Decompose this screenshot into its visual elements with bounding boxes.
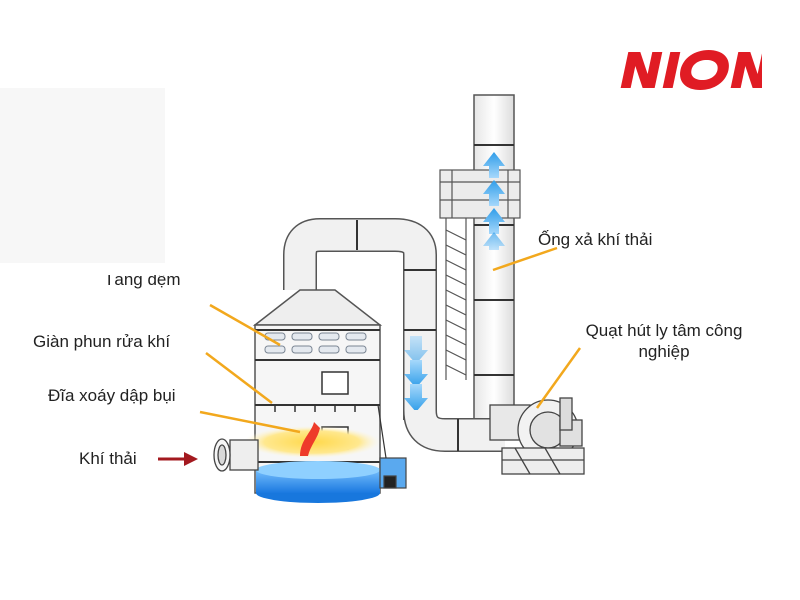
exhaust-stack: [473, 94, 515, 431]
packing-layer: [264, 332, 367, 354]
leader-dia-xoay: [199, 410, 301, 434]
fan-inlet-pipe: [403, 408, 505, 452]
upflow-arrows: [483, 152, 505, 250]
label-quat-hut-line2: nghiệp: [638, 342, 690, 361]
spray-nozzles: [274, 405, 356, 412]
stack-frame: [439, 169, 521, 380]
inlet-arrow: [158, 452, 198, 466]
downflow-arrows: [404, 336, 428, 412]
label-ong-xa: Ống xả khí thải: [538, 230, 653, 249]
label-tang-dem: Tầng đệm: [104, 270, 181, 289]
water-tank: [377, 404, 407, 489]
nion-logo-mark: [620, 50, 773, 90]
label-khi-thai: Khí thải: [79, 449, 137, 468]
swirl-flow: [244, 422, 380, 458]
leader-quat-hut: [535, 347, 582, 409]
gas-inlet: [213, 438, 259, 472]
connecting-duct: [283, 218, 437, 420]
label-quat-hut: Quạt hút ly tâm công nghiệp: [560, 320, 768, 362]
centrifugal-fan: [489, 397, 585, 475]
background-panel: [0, 88, 165, 263]
leader-lines: [199, 246, 582, 434]
water-basin: [256, 461, 380, 503]
label-gian-phun: Giàn phun rửa khí: [33, 332, 171, 351]
label-dia-xoay: Đĩa xoáy dập bụi: [48, 386, 176, 405]
leader-gian-phun: [205, 352, 273, 404]
nion-logo: [612, 44, 773, 104]
label-quat-hut-line1: Quạt hút ly tâm công: [585, 321, 743, 340]
leader-tang-dem: [209, 303, 281, 347]
leader-ong-xa: [492, 246, 558, 272]
